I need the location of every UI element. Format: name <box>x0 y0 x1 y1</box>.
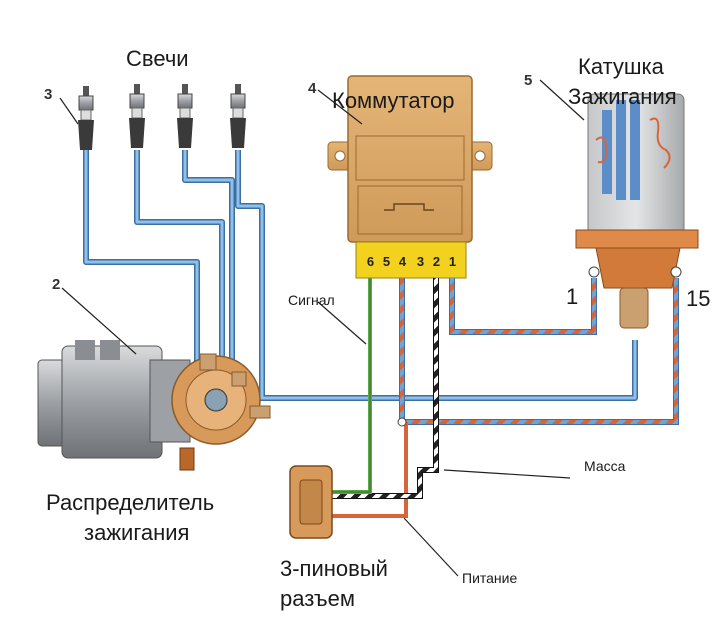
distributor-label-line1: Распределитель <box>46 490 215 515</box>
callout-coil: 5 <box>524 72 533 89</box>
signal-label: Сигнал <box>288 292 335 308</box>
spark-plugs-label: Свечи <box>126 46 189 71</box>
commutator <box>327 75 493 279</box>
commutator-pin-3: 3 <box>416 254 425 269</box>
spark-plug-4 <box>230 84 246 148</box>
callout-commutator: 4 <box>308 80 317 97</box>
commutator-label: Коммутатор <box>332 88 455 113</box>
leader-lines <box>59 79 585 577</box>
low-voltage-wires <box>330 278 679 518</box>
callout-distributor: 2 <box>52 276 61 293</box>
connector-label-line1: 3-пиновый <box>280 556 388 581</box>
commutator-pin-5: 5 <box>382 254 391 269</box>
ignition-distributor <box>37 340 271 471</box>
ground-label: Масса <box>584 458 626 474</box>
connector-label-line2: разъем <box>280 586 355 611</box>
power-label: Питание <box>462 570 518 586</box>
distributor-label-line2: зажигания <box>84 520 190 545</box>
coil-label-line1: Катушка <box>578 54 664 79</box>
spark-plugs <box>78 84 246 150</box>
spark-plug-1 <box>78 86 94 150</box>
three-pin-connector <box>289 465 333 539</box>
commutator-pin-2: 2 <box>432 254 441 269</box>
commutator-pin-6: 6 <box>366 254 375 269</box>
spark-plug-3 <box>177 84 193 148</box>
coil-terminal-1-label: 1 <box>566 284 579 309</box>
callout-plug: 3 <box>44 86 53 103</box>
commutator-pin-1: 1 <box>448 254 457 269</box>
spark-plug-2 <box>129 84 145 148</box>
ignition-coil <box>575 93 699 329</box>
coil-label-line2: Зажигания <box>568 84 677 109</box>
commutator-pin-4: 4 <box>398 254 407 269</box>
coil-terminal-15-label: 15 <box>686 286 711 311</box>
